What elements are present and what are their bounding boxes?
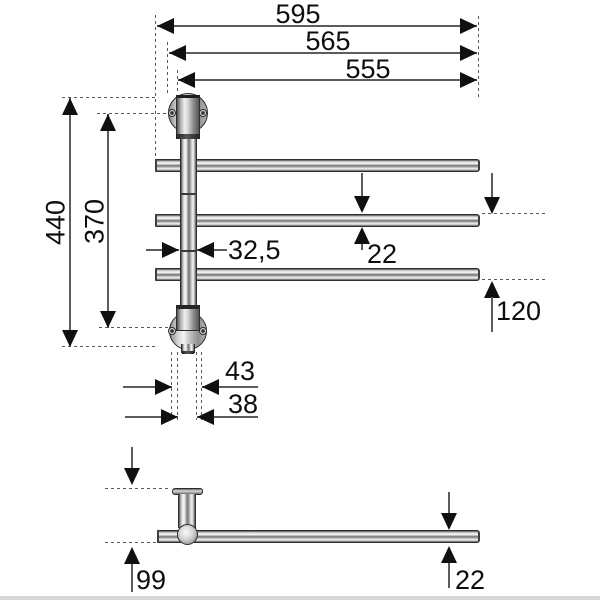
dim-line-43-left [123,386,172,388]
dim-label-99: 99 [136,565,167,595]
extension-line-370-top [97,113,169,115]
extension-line-43-right [201,352,203,420]
collar-ring-top [176,134,200,139]
screw-hole-top-right [199,109,207,117]
dim-label-side22: 22 [455,565,486,595]
dim-line-43-right [202,386,258,388]
bottom-end-cap [181,344,195,353]
extension-line-370-bottom [99,327,171,329]
arrow-right-555 [460,72,477,88]
extension-line-120-bottom [482,279,546,281]
dim-line-38-left [125,416,178,418]
extension-line-120-top [482,213,546,215]
dim-line-555 [178,79,477,81]
screw-hole-bottom-right [199,327,207,335]
arrow-right-595 [460,18,477,34]
dim-line-440 [69,98,71,347]
extension-line-38-right [196,352,198,420]
dim-line-side22-upper [448,492,450,514]
bottom-end-cap-ring [182,351,194,354]
towel-bar-3 [155,268,480,281]
arrow-top-370 [100,114,116,131]
arrow-left-38 [197,409,214,425]
towel-bar-side [157,530,480,543]
dim-label-440: 440 [40,199,71,246]
screw-hole-top-left [168,109,176,117]
arrow-down-side22 [441,513,457,530]
arrow-down-22 [354,196,370,213]
extension-line-440-top [62,97,156,99]
dim-line-38-right [197,416,258,418]
swivel-ball-joint [177,524,198,545]
extension-line-440-bottom [62,346,156,348]
dim-line-22-upper [361,173,363,199]
arrow-left-32_5 [197,242,214,258]
extension-line-555-left [177,70,179,94]
extension-line-565-left [167,42,169,96]
post-collar-bottom [176,305,200,331]
post-side [178,494,196,528]
arrow-right-43 [155,379,172,395]
extension-line-99-top [105,488,171,490]
screw-hole-bottom-left [168,327,176,335]
arrow-down-99 [124,468,140,485]
pivot-post [180,135,197,306]
extension-line-99-bottom [105,542,156,544]
towel-bar-1 [155,159,480,172]
dim-label-370: 370 [79,198,110,245]
arrow-bottom-370 [100,311,116,328]
dim-line-120-upper [491,173,493,199]
dim-line-side22-lower [448,563,450,588]
dim-line-370 [107,114,109,328]
arrow-right-565 [460,45,477,61]
arrow-right-32_5 [162,242,179,258]
post-joint-2 [180,250,197,252]
arrow-up-99 [124,547,140,564]
arrow-down-120 [484,197,500,214]
dim-line-565 [169,52,477,54]
arrow-up-22 [354,227,370,244]
dim-line-22-lower [361,244,363,250]
extension-line-wall-left [155,15,157,160]
arrow-up-side22 [441,546,457,563]
extension-line-right [478,16,480,100]
arrow-right-38 [161,409,178,425]
post-collar-top [176,95,200,139]
dim-label-565: 565 [305,26,351,56]
dim-label-32_5: 32,5 [228,235,281,265]
dim-line-595 [157,25,477,27]
dim-label-595: 595 [275,0,321,29]
arrow-left-595 [157,18,174,34]
arrow-left-43 [202,379,219,395]
dim-label-120: 120 [496,296,542,326]
arrow-bottom-440 [62,330,78,347]
arrow-left-555 [178,72,195,88]
arrow-left-565 [169,45,186,61]
arrow-top-440 [62,98,78,115]
towel-bar-2 [155,214,480,227]
post-joint-1 [180,193,197,195]
arrow-up-120 [484,281,500,298]
dim-line-99-upper [131,447,133,469]
dim-line-99-lower [131,564,133,592]
page-edge-strip [0,596,600,600]
dim-label-555: 555 [345,54,391,84]
dim-label-38: 38 [228,389,259,419]
dim-label-22: 22 [367,239,398,269]
dim-label-43: 43 [225,356,256,386]
extension-line-38-left [177,352,179,420]
dim-line-120-lower [491,297,493,332]
